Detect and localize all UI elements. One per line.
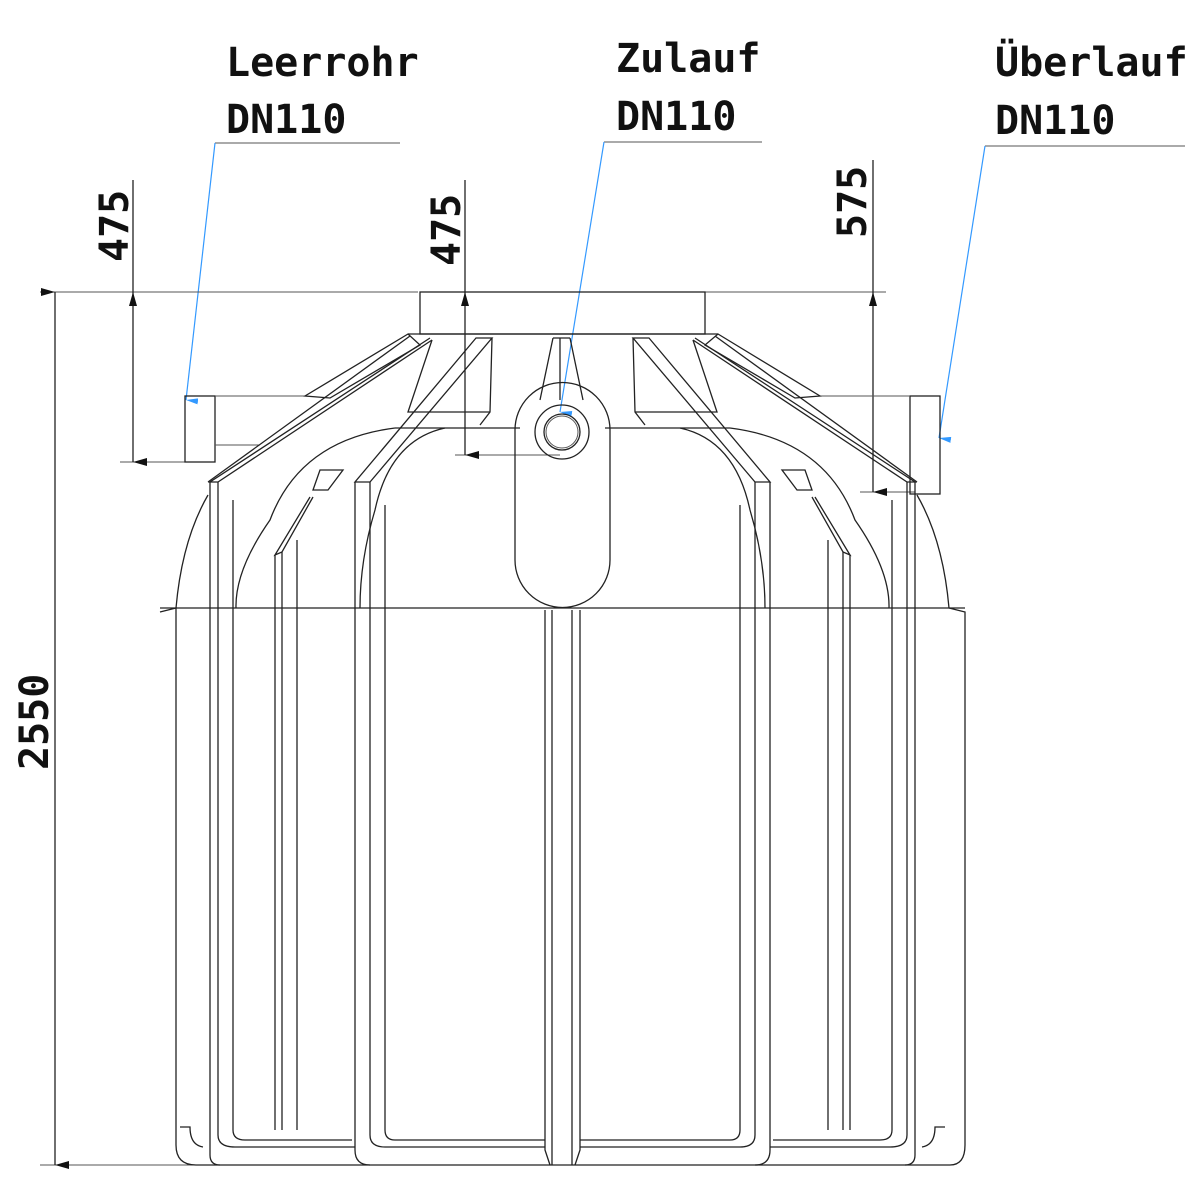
tank-ribs (180, 482, 945, 1166)
label-inlet: Zulauf DN110 (559, 36, 762, 417)
overflow-size: DN110 (995, 98, 1115, 144)
inlet-leader (559, 141, 605, 417)
overflow-leader (938, 145, 986, 443)
inlet-pipe (543, 413, 581, 451)
dim-inlet-depth: 475 (424, 194, 470, 266)
overflow-name: Überlauf (995, 38, 1188, 86)
label-empty-pipe: Leerrohr DN110 (185, 40, 419, 405)
inlet-boss (514, 381, 611, 609)
dim-total-height: 2550 (12, 674, 58, 770)
dim-empty-pipe-depth: 475 (92, 190, 138, 262)
label-overflow: Überlauf DN110 (938, 38, 1188, 443)
dimension-lines: 2550 475 475 575 (12, 160, 915, 1169)
empty-pipe-leader (185, 142, 216, 405)
tank-body (159, 291, 966, 1166)
empty-pipe-size: DN110 (226, 97, 346, 143)
inlet-name: Zulauf (616, 36, 761, 82)
dim-overflow-depth: 575 (830, 166, 876, 238)
empty-pipe-name: Leerrohr (226, 40, 419, 86)
empty-pipe-stub (184, 395, 216, 463)
inlet-size: DN110 (616, 94, 736, 140)
overflow-pipe-stub (909, 395, 941, 495)
